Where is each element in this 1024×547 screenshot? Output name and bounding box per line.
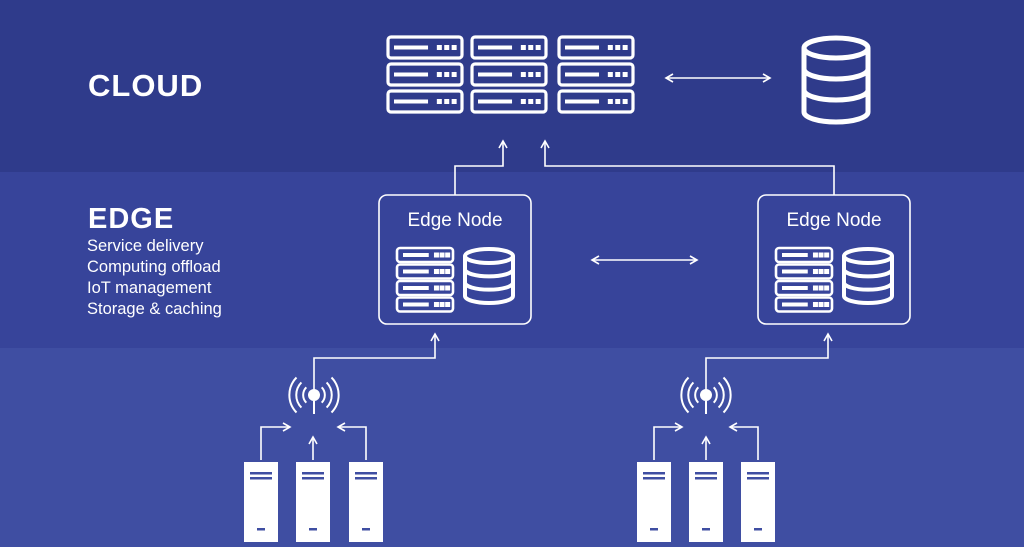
database-icon [842, 247, 894, 305]
device-tower-icon [689, 462, 723, 542]
device-to-gateway-arrow [728, 422, 759, 460]
device-tower-icon [244, 462, 278, 542]
device-tier-band [0, 348, 1024, 547]
edge-node-title: Edge Node [407, 210, 502, 231]
device-tower-icon [741, 462, 775, 542]
edge-node-title: Edge Node [786, 210, 881, 231]
device-tower-icon [637, 462, 671, 542]
connectors [313, 139, 835, 395]
edge-services-list: Service delivery Computing offload IoT m… [87, 236, 222, 320]
server-rack-icon [386, 35, 464, 114]
cloud-tier-title: CLOUD [88, 68, 204, 103]
edge-service-item: IoT management [87, 279, 212, 297]
edge-to-cloud-arrow [540, 139, 835, 195]
gateway-to-edge-arrow [705, 332, 833, 395]
edge-to-cloud-arrow [454, 139, 508, 195]
device-to-gateway-arrow [336, 422, 367, 460]
server-rack-icon [557, 35, 635, 114]
server-rack-icon [774, 246, 834, 313]
server-rack-icon [395, 246, 455, 313]
wireless-antenna-icon [288, 376, 340, 414]
devices [244, 422, 775, 542]
device-to-gateway-arrow [653, 422, 684, 460]
device-tower-icon [349, 462, 383, 542]
database-icon [463, 247, 515, 305]
edge-node-2: Edge Node [757, 194, 911, 325]
gateways [288, 376, 732, 414]
edge-service-item: Service delivery [87, 237, 204, 255]
gateway-to-edge-arrow [313, 332, 440, 395]
device-to-gateway-arrow [260, 422, 292, 460]
cloud-database-icon [801, 35, 871, 125]
edge-service-item: Computing offload [87, 258, 221, 276]
edge-node-1: Edge Node [378, 194, 532, 325]
edge-nodes: Edge Node Edge Node [378, 194, 911, 325]
edge-service-item: Storage & caching [87, 300, 222, 318]
edge-tier-title: EDGE [88, 203, 175, 235]
wireless-antenna-icon [680, 376, 732, 414]
server-rack-icon [470, 35, 548, 114]
cloud-server-cluster [386, 35, 635, 114]
device-tower-icon [296, 462, 330, 542]
